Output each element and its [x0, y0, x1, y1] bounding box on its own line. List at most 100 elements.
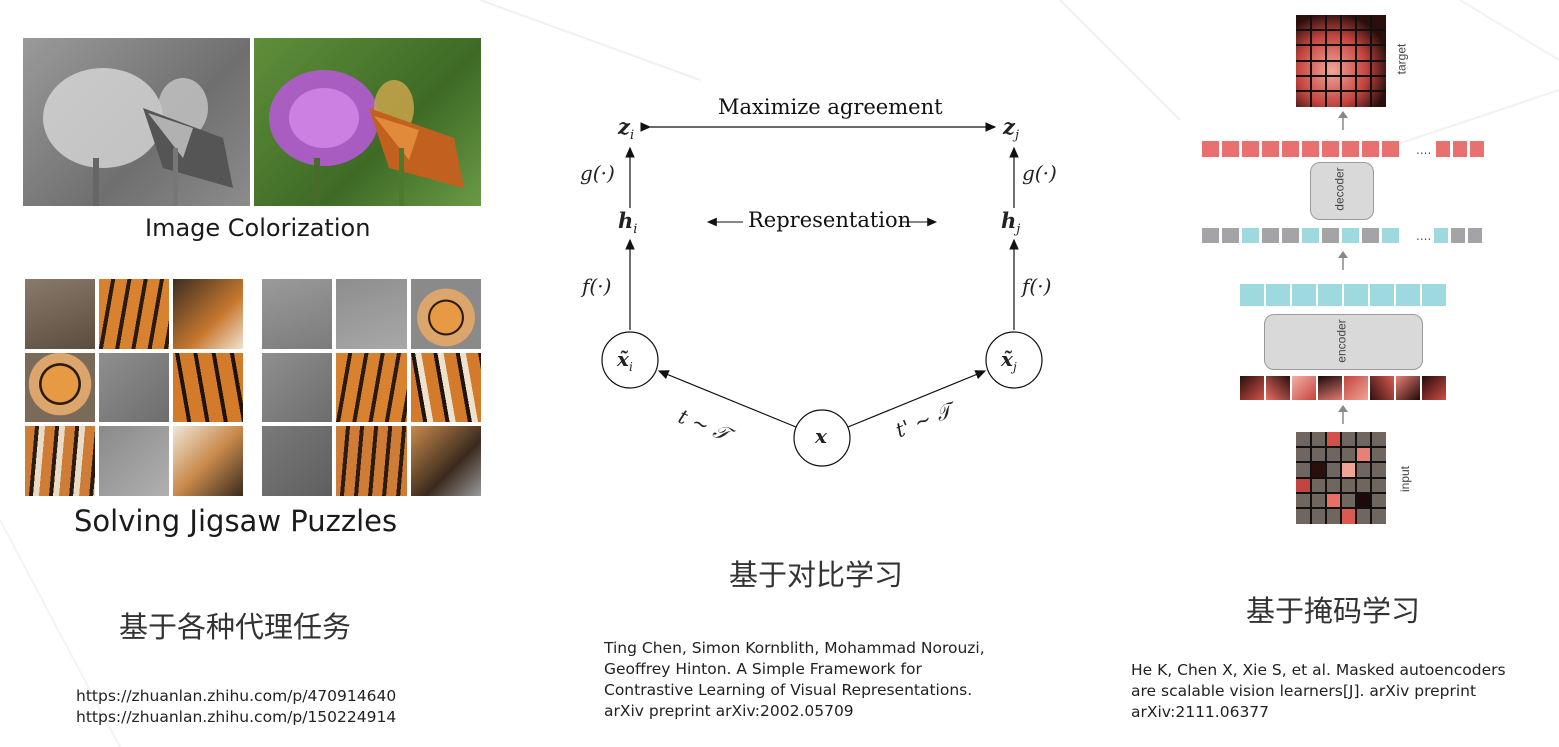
h-j-label: hj [1001, 208, 1020, 237]
mixed-token-row [1202, 228, 1399, 243]
image-patch [1396, 376, 1420, 400]
contrastive-citation: Ting Chen, Simon Kornblith, Mohammad Nor… [604, 638, 985, 722]
output-token [1382, 141, 1399, 157]
visible-token [1382, 228, 1399, 243]
reference-link[interactable]: https://zhuanlan.zhihu.com/p/470914640 [76, 686, 396, 707]
encoded-token [1266, 284, 1290, 306]
puzzle-tile [25, 279, 95, 349]
z-symbol: z [1003, 114, 1015, 139]
puzzle-tile [262, 353, 332, 423]
x-tilde-i-label: x̃i [617, 347, 633, 374]
image-patch [1318, 376, 1342, 400]
reference-link[interactable]: https://zhuanlan.zhihu.com/p/150224914 [76, 707, 396, 728]
jigsaw-shuffled-grid [25, 279, 243, 496]
f-label-left: f(·) [582, 274, 611, 298]
masked-title: 基于掩码学习 [1246, 588, 1420, 630]
mask-token [1262, 228, 1279, 243]
index-i: i [630, 128, 634, 143]
arrow-up-icon [1336, 404, 1350, 426]
output-token [1342, 141, 1359, 157]
maximize-agreement-label: Maximize agreement [718, 95, 943, 119]
encoder-label: encoder [1335, 319, 1349, 362]
x-tilde-j-label: x̃j [1001, 347, 1017, 374]
puzzle-tile [173, 279, 243, 349]
encoded-token [1370, 284, 1394, 306]
visible-token [1434, 228, 1448, 243]
output-token [1282, 141, 1299, 157]
h-i-label: hi [618, 208, 637, 237]
input-label: input [1398, 466, 1412, 492]
output-token [1362, 141, 1379, 157]
jigsaw-solved-grid [262, 279, 481, 496]
image-patch [1422, 376, 1446, 400]
f-label-right: f(·) [1022, 274, 1051, 298]
mask-token [1222, 228, 1239, 243]
contrastive-title: 基于对比学习 [729, 552, 903, 594]
image-patch [1240, 376, 1264, 400]
grayscale-butterfly-image [23, 38, 250, 206]
z-symbol: z [618, 114, 630, 139]
puzzle-tile [411, 279, 481, 349]
output-token [1322, 141, 1339, 157]
mask-token [1282, 228, 1299, 243]
index-j: j [1015, 128, 1019, 143]
x-tilde-symbol: x̃ [1001, 347, 1013, 371]
puzzle-tile [262, 279, 332, 349]
x-label: x [815, 424, 827, 448]
simclr-diagram [560, 90, 1060, 480]
mask-token [1322, 228, 1339, 243]
encoded-token [1396, 284, 1420, 306]
citation-line: Ting Chen, Simon Kornblith, Mohammad Nor… [604, 638, 985, 659]
mask-token [1362, 228, 1379, 243]
target-grid-lines [1296, 15, 1386, 107]
colorization-caption: Image Colorization [145, 214, 370, 242]
image-patch [1266, 376, 1290, 400]
h-symbol: h [618, 208, 633, 233]
proxy-tasks-links: https://zhuanlan.zhihu.com/p/470914640 h… [76, 686, 396, 728]
output-token [1470, 141, 1484, 157]
z-j-label: zj [1003, 114, 1019, 143]
encoded-token [1292, 284, 1316, 306]
puzzle-tile [99, 279, 169, 349]
index-i: i [629, 360, 633, 374]
citation-line: He K, Chen X, Xie S, et al. Masked autoe… [1131, 660, 1506, 681]
puzzle-tile [99, 353, 169, 423]
output-token [1436, 141, 1450, 157]
jigsaw-caption: Solving Jigsaw Puzzles [74, 504, 397, 538]
image-patch [1344, 376, 1368, 400]
ellipsis: .... [1416, 229, 1431, 243]
output-token [1242, 141, 1259, 157]
puzzle-tile [411, 353, 481, 423]
output-token [1453, 141, 1467, 157]
output-token-row [1202, 141, 1399, 157]
citation-line: are scalable vision learners[J]. arXiv p… [1131, 681, 1506, 702]
masked-citation: He K, Chen X, Xie S, et al. Masked autoe… [1131, 660, 1506, 723]
mask-token [1451, 228, 1465, 243]
index-j: j [1013, 360, 1017, 374]
puzzle-tile [25, 353, 95, 423]
g-label-left: g(·) [580, 161, 615, 185]
output-token [1222, 141, 1239, 157]
puzzle-tile [336, 279, 406, 349]
index-j: j [1016, 222, 1020, 237]
input-visible-patches [1296, 432, 1386, 524]
encoded-token-row [1240, 284, 1446, 306]
puzzle-tile [25, 426, 95, 496]
citation-line: arXiv preprint arXiv:2002.05709 [604, 701, 985, 722]
target-label: target [1394, 44, 1408, 75]
citation-line: Geoffrey Hinton. A Simple Framework for [604, 659, 985, 680]
x-tilde-symbol: x̃ [617, 347, 629, 371]
visible-patch-row [1240, 376, 1446, 400]
puzzle-tile [411, 426, 481, 496]
puzzle-tile [173, 353, 243, 423]
image-patch [1370, 376, 1394, 400]
colorized-butterfly-image [254, 38, 481, 206]
encoded-token [1422, 284, 1446, 306]
citation-line: arXiv:2111.06377 [1131, 702, 1506, 723]
puzzle-tile [336, 426, 406, 496]
visible-token [1302, 228, 1319, 243]
puzzle-tile [262, 426, 332, 496]
encoded-token [1240, 284, 1264, 306]
arrow-up-icon [1336, 110, 1350, 132]
output-token-row-tail [1436, 141, 1484, 157]
